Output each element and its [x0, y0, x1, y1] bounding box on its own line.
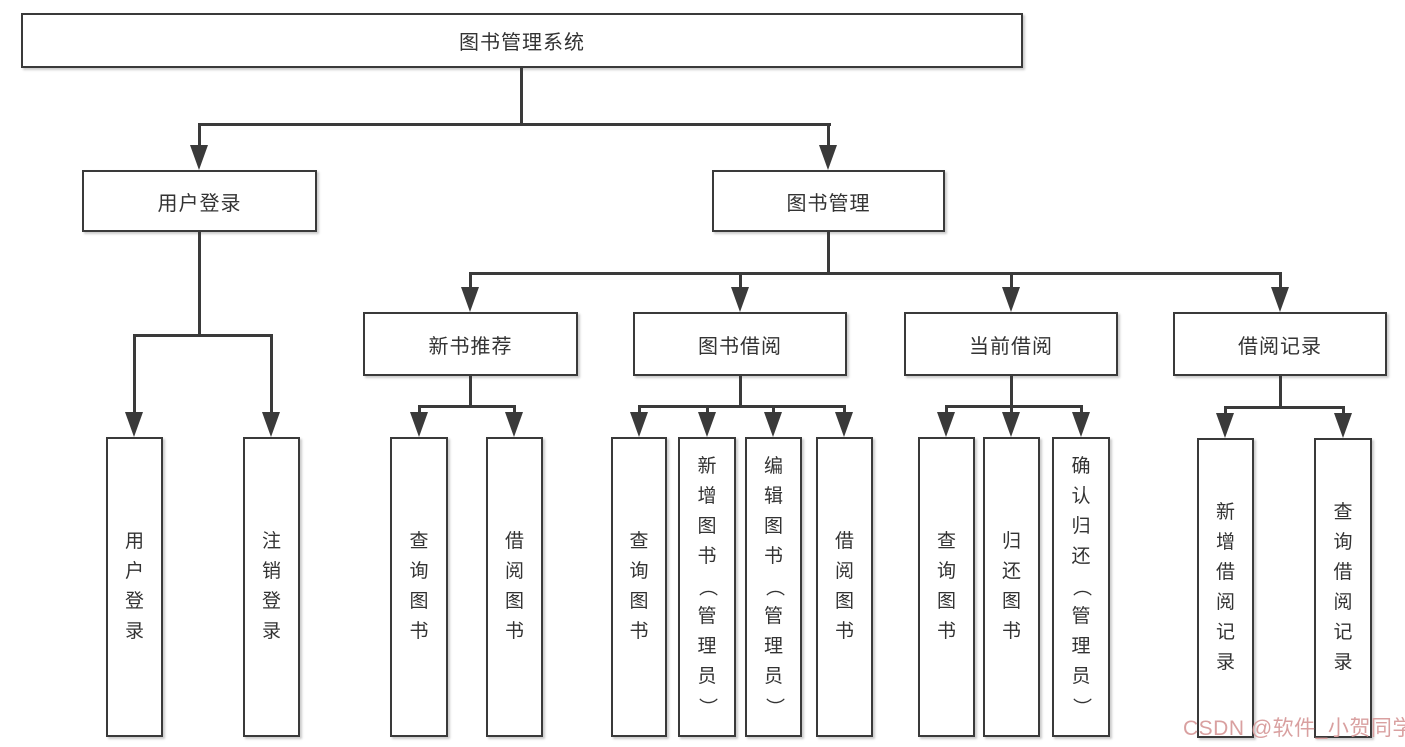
- connector-line: [469, 376, 472, 407]
- connector-line: [827, 232, 830, 274]
- arrowhead-icon: [1002, 412, 1020, 437]
- node-book-borrow-label: 图书借阅: [698, 335, 782, 358]
- leaf-query-books-current-label: 查询图书: [936, 531, 956, 642]
- connector-line: [469, 272, 472, 290]
- node-current-borrow: 当前借阅: [904, 312, 1118, 376]
- leaf-query-books-recommend: 查询图书: [390, 437, 448, 737]
- connector-line: [198, 123, 201, 149]
- connector-line: [133, 334, 136, 416]
- node-root-label: 图书管理系统: [459, 32, 585, 54]
- leaf-query-books-borrow-label: 查询图书: [629, 531, 649, 642]
- leaf-add-borrow-record-label: 新增借阅记录: [1215, 502, 1235, 673]
- connector-line: [739, 272, 742, 290]
- arrowhead-icon: [125, 412, 143, 437]
- connector-line: [1080, 405, 1083, 417]
- node-book-management-label: 图书管理: [786, 192, 871, 215]
- arrowhead-icon: [1271, 287, 1289, 312]
- connector-line: [945, 405, 948, 417]
- arrowhead-icon: [835, 412, 853, 437]
- node-root: 图书管理系统: [21, 13, 1023, 68]
- watermark-text: CSDN @软件_小贺同学: [1183, 717, 1405, 740]
- connector-line: [418, 405, 421, 417]
- connector-line: [739, 376, 742, 407]
- arrowhead-icon: [1002, 287, 1020, 312]
- connector-line: [270, 334, 273, 416]
- connector-line: [772, 405, 775, 417]
- arrowhead-icon: [262, 412, 280, 437]
- node-book-management: 图书管理: [712, 170, 945, 232]
- connector-line: [198, 123, 831, 126]
- arrowhead-icon: [461, 287, 479, 312]
- leaf-query-books-recommend-label: 查询图书: [409, 531, 429, 642]
- leaf-user-login-label: 用户登录: [124, 531, 144, 642]
- node-borrow-records-label: 借阅记录: [1238, 335, 1322, 358]
- leaf-confirm-return-admin: 确认归还（管理员）: [1052, 437, 1110, 737]
- connector-line: [513, 405, 516, 417]
- arrowhead-icon: [1216, 413, 1234, 438]
- arrowhead-icon: [505, 412, 523, 437]
- leaf-add-borrow-record: 新增借阅记录: [1197, 438, 1254, 738]
- arrowhead-icon: [698, 412, 716, 437]
- leaf-logout-label: 注销登录: [261, 531, 281, 642]
- connector-line: [945, 405, 1083, 408]
- connector-line: [520, 68, 523, 125]
- connector-line: [418, 405, 515, 408]
- leaf-return-books-label: 归还图书: [1001, 531, 1021, 642]
- connector-line: [198, 232, 201, 336]
- node-new-book-recommend-label: 新书推荐: [428, 335, 513, 358]
- connector-line: [706, 405, 709, 417]
- arrowhead-icon: [764, 412, 782, 437]
- leaf-return-books: 归还图书: [983, 437, 1040, 737]
- arrowhead-icon: [1334, 413, 1352, 438]
- leaf-query-books-borrow: 查询图书: [611, 437, 667, 737]
- leaf-edit-books-admin: 编辑图书（管理员）: [745, 437, 802, 737]
- arrowhead-icon: [410, 412, 428, 437]
- connector-line: [469, 272, 1282, 275]
- leaf-user-login: 用户登录: [106, 437, 163, 737]
- node-book-borrow: 图书借阅: [633, 312, 847, 376]
- node-user-login-label: 用户登录: [157, 192, 242, 215]
- connector-line: [1279, 376, 1282, 408]
- connector-line: [1010, 376, 1013, 407]
- leaf-query-books-current: 查询图书: [918, 437, 975, 737]
- leaf-add-books-admin: 新增图书（管理员）: [678, 437, 736, 737]
- connector-line: [638, 405, 641, 417]
- arrowhead-icon: [819, 145, 837, 170]
- connector-line: [133, 334, 273, 337]
- node-new-book-recommend: 新书推荐: [363, 312, 578, 376]
- connector-line: [843, 405, 846, 417]
- connector-line: [1224, 406, 1227, 418]
- leaf-add-books-admin-label: 新增图书（管理员）: [696, 456, 718, 717]
- leaf-confirm-return-admin-label: 确认归还（管理员）: [1070, 456, 1092, 717]
- leaf-query-borrow-record: 查询借阅记录: [1314, 438, 1372, 738]
- connector-line: [1010, 405, 1013, 417]
- leaf-query-borrow-record-label: 查询借阅记录: [1333, 502, 1353, 673]
- leaf-borrow-books-label: 借阅图书: [834, 531, 854, 642]
- connector-line: [1224, 406, 1345, 409]
- arrowhead-icon: [190, 145, 208, 170]
- connector-line: [1279, 272, 1282, 290]
- leaf-borrow-books-recommend: 借阅图书: [486, 437, 543, 737]
- arrowhead-icon: [731, 287, 749, 312]
- leaf-logout: 注销登录: [243, 437, 300, 737]
- node-current-borrow-label: 当前借阅: [969, 335, 1053, 358]
- leaf-edit-books-admin-label: 编辑图书（管理员）: [763, 456, 785, 717]
- node-user-login: 用户登录: [82, 170, 317, 232]
- connector-line: [827, 123, 830, 149]
- connector-line: [1342, 406, 1345, 418]
- leaf-borrow-books-recommend-label: 借阅图书: [504, 531, 524, 642]
- connector-line: [638, 405, 846, 408]
- arrowhead-icon: [1072, 412, 1090, 437]
- arrowhead-icon: [630, 412, 648, 437]
- connector-line: [1010, 272, 1013, 290]
- node-borrow-records: 借阅记录: [1173, 312, 1387, 376]
- arrowhead-icon: [937, 412, 955, 437]
- leaf-borrow-books: 借阅图书: [816, 437, 873, 737]
